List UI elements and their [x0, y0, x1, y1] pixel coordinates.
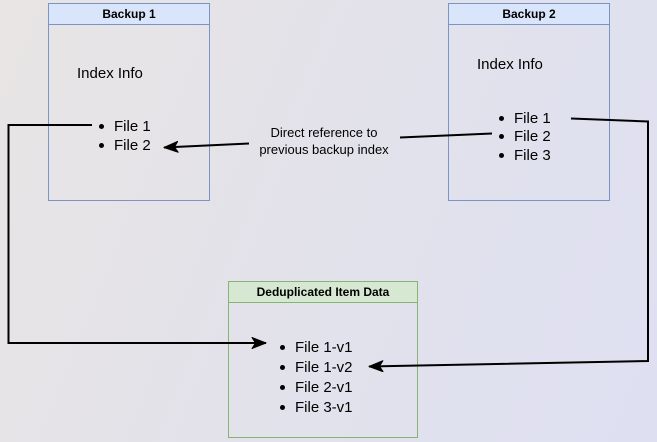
- list-item: File 1-v2: [280, 357, 353, 377]
- backup2-box: Backup 2 Index Info File 1 File 2 File 3: [448, 3, 610, 201]
- file-version-label: File 2-v1: [295, 378, 353, 396]
- list-item: File 1-v1: [280, 337, 353, 357]
- bullet-icon: [280, 384, 285, 390]
- backup1-header: Backup 1: [49, 4, 209, 25]
- list-item: File 2-v1: [280, 377, 353, 397]
- edge-label-direct-reference: Direct reference to previous backup inde…: [234, 124, 414, 158]
- bullet-icon: [99, 124, 104, 129]
- list-item: File 3: [499, 146, 551, 165]
- file-label: File 1: [114, 118, 151, 135]
- list-item: File 2: [99, 136, 151, 155]
- backup1-file-list: File 1 File 2: [99, 117, 151, 155]
- bullet-icon: [499, 134, 504, 140]
- backup2-file-list: File 1 File 2 File 3: [499, 109, 551, 165]
- bullet-icon: [280, 344, 285, 350]
- file-version-label: File 1-v2: [295, 358, 353, 376]
- backup1-index-info-label: Index Info: [77, 65, 143, 82]
- bullet-icon: [280, 364, 285, 370]
- list-item: File 2: [499, 128, 551, 147]
- backup2-index-info-label: Index Info: [477, 56, 543, 73]
- dedup-header: Deduplicated Item Data: [229, 282, 417, 303]
- file-label: File 3: [514, 146, 551, 164]
- bullet-icon: [499, 115, 504, 121]
- edge-label-line2: previous backup index: [259, 142, 389, 157]
- list-item: File 3-v1: [280, 397, 353, 417]
- file-label: File 2: [114, 137, 151, 154]
- file-label: File 2: [514, 128, 551, 146]
- deduplicated-item-data-box: Deduplicated Item Data File 1-v1 File 1-…: [228, 281, 418, 438]
- bullet-icon: [99, 143, 104, 148]
- file-version-label: File 3-v1: [295, 398, 353, 416]
- bullet-icon: [280, 404, 285, 410]
- list-item: File 1: [99, 117, 151, 136]
- bullet-icon: [499, 152, 504, 158]
- edge-label-line1: Direct reference to: [270, 125, 378, 140]
- list-item: File 1: [499, 109, 551, 128]
- backup2-header: Backup 2: [449, 4, 609, 25]
- dedup-file-list: File 1-v1 File 1-v2 File 2-v1 File 3-v1: [280, 337, 353, 417]
- file-label: File 1: [514, 109, 551, 127]
- backup1-box: Backup 1 Index Info File 1 File 2: [48, 3, 210, 201]
- file-version-label: File 1-v1: [295, 338, 353, 356]
